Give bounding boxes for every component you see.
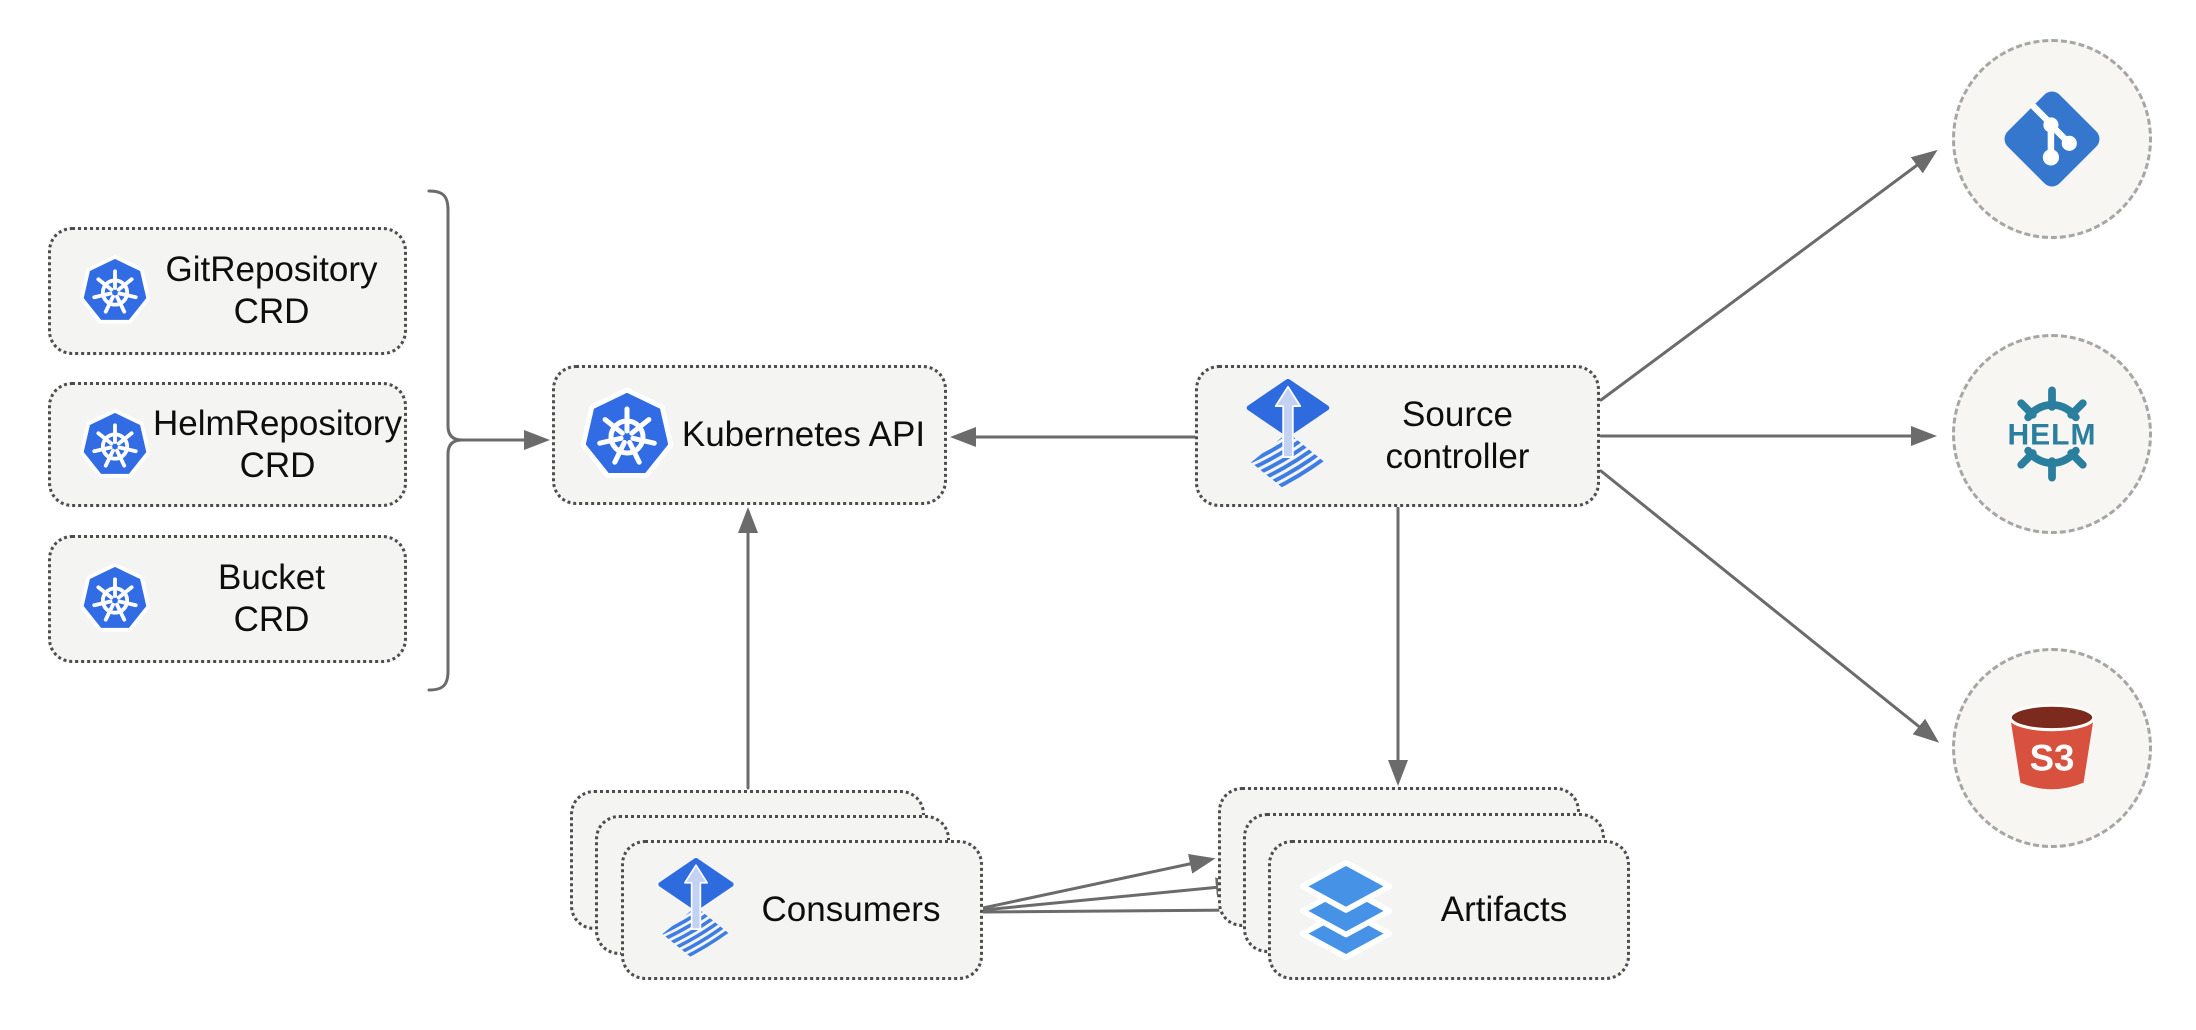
node-helm-source: HELM bbox=[1952, 334, 2152, 534]
s3-icon-text: S3 bbox=[2030, 737, 2075, 778]
kubernetes-icon bbox=[577, 385, 677, 485]
node-label: HelmRepository CRD bbox=[153, 403, 416, 487]
node-label: Source controller bbox=[1332, 394, 1597, 478]
node-label: Artifacts bbox=[1395, 889, 1627, 931]
kubernetes-icon bbox=[77, 253, 153, 329]
node-title: Artifacts bbox=[1440, 890, 1568, 929]
node-subtitle: CRD bbox=[233, 600, 310, 639]
node-label: Consumers bbox=[736, 889, 980, 931]
s3-bucket-icon: S3 bbox=[2008, 703, 2096, 790]
flux-icon bbox=[658, 858, 734, 962]
node-title: Source bbox=[1402, 395, 1513, 434]
git-icon bbox=[2004, 91, 2100, 187]
helm-icon: HELM bbox=[2008, 386, 2097, 482]
arrow-consumers-to-artifacts-1 bbox=[981, 854, 1216, 910]
kubernetes-icon bbox=[77, 407, 153, 483]
node-kubernetes-api: Kubernetes API bbox=[552, 365, 947, 505]
node-title: Kubernetes API bbox=[681, 415, 926, 454]
node-subtitle: CRD bbox=[239, 445, 316, 485]
arrow-source-to-git bbox=[1599, 149, 1938, 402]
layers-icon bbox=[1299, 859, 1393, 961]
flux-icon bbox=[1246, 378, 1330, 493]
arrow-consumers-to-artifacts-2 bbox=[981, 877, 1242, 912]
kubernetes-icon bbox=[77, 561, 153, 637]
node-consumers: Consumers bbox=[621, 840, 983, 980]
node-title: GitRepository bbox=[165, 250, 378, 289]
node-label: Kubernetes API bbox=[677, 414, 944, 456]
node-helmrepository-crd: HelmRepository CRD bbox=[48, 382, 407, 507]
brace-top bbox=[427, 189, 464, 442]
node-label: Bucket CRD bbox=[153, 557, 404, 641]
node-subtitle: controller bbox=[1385, 437, 1530, 476]
node-title: Bucket bbox=[218, 558, 325, 597]
brace-bottom bbox=[427, 438, 464, 692]
node-gitrepository-crd: GitRepository CRD bbox=[48, 227, 407, 355]
node-title: Consumers bbox=[761, 890, 941, 929]
node-bucket-crd: Bucket CRD bbox=[48, 535, 407, 663]
node-s3-source: S3 bbox=[1952, 648, 2152, 848]
arrow-source-to-s3 bbox=[1599, 469, 1940, 743]
helm-icon-text: HELM bbox=[2008, 419, 2097, 452]
arrow-consumers-to-artifacts-3 bbox=[981, 900, 1267, 921]
node-label: GitRepository CRD bbox=[153, 249, 404, 333]
node-subtitle: CRD bbox=[233, 292, 310, 331]
node-git-source bbox=[1952, 39, 2152, 239]
node-artifacts: Artifacts bbox=[1268, 840, 1630, 980]
node-title: HelmRepository bbox=[153, 403, 402, 443]
node-source-controller: Source controller bbox=[1195, 365, 1600, 507]
